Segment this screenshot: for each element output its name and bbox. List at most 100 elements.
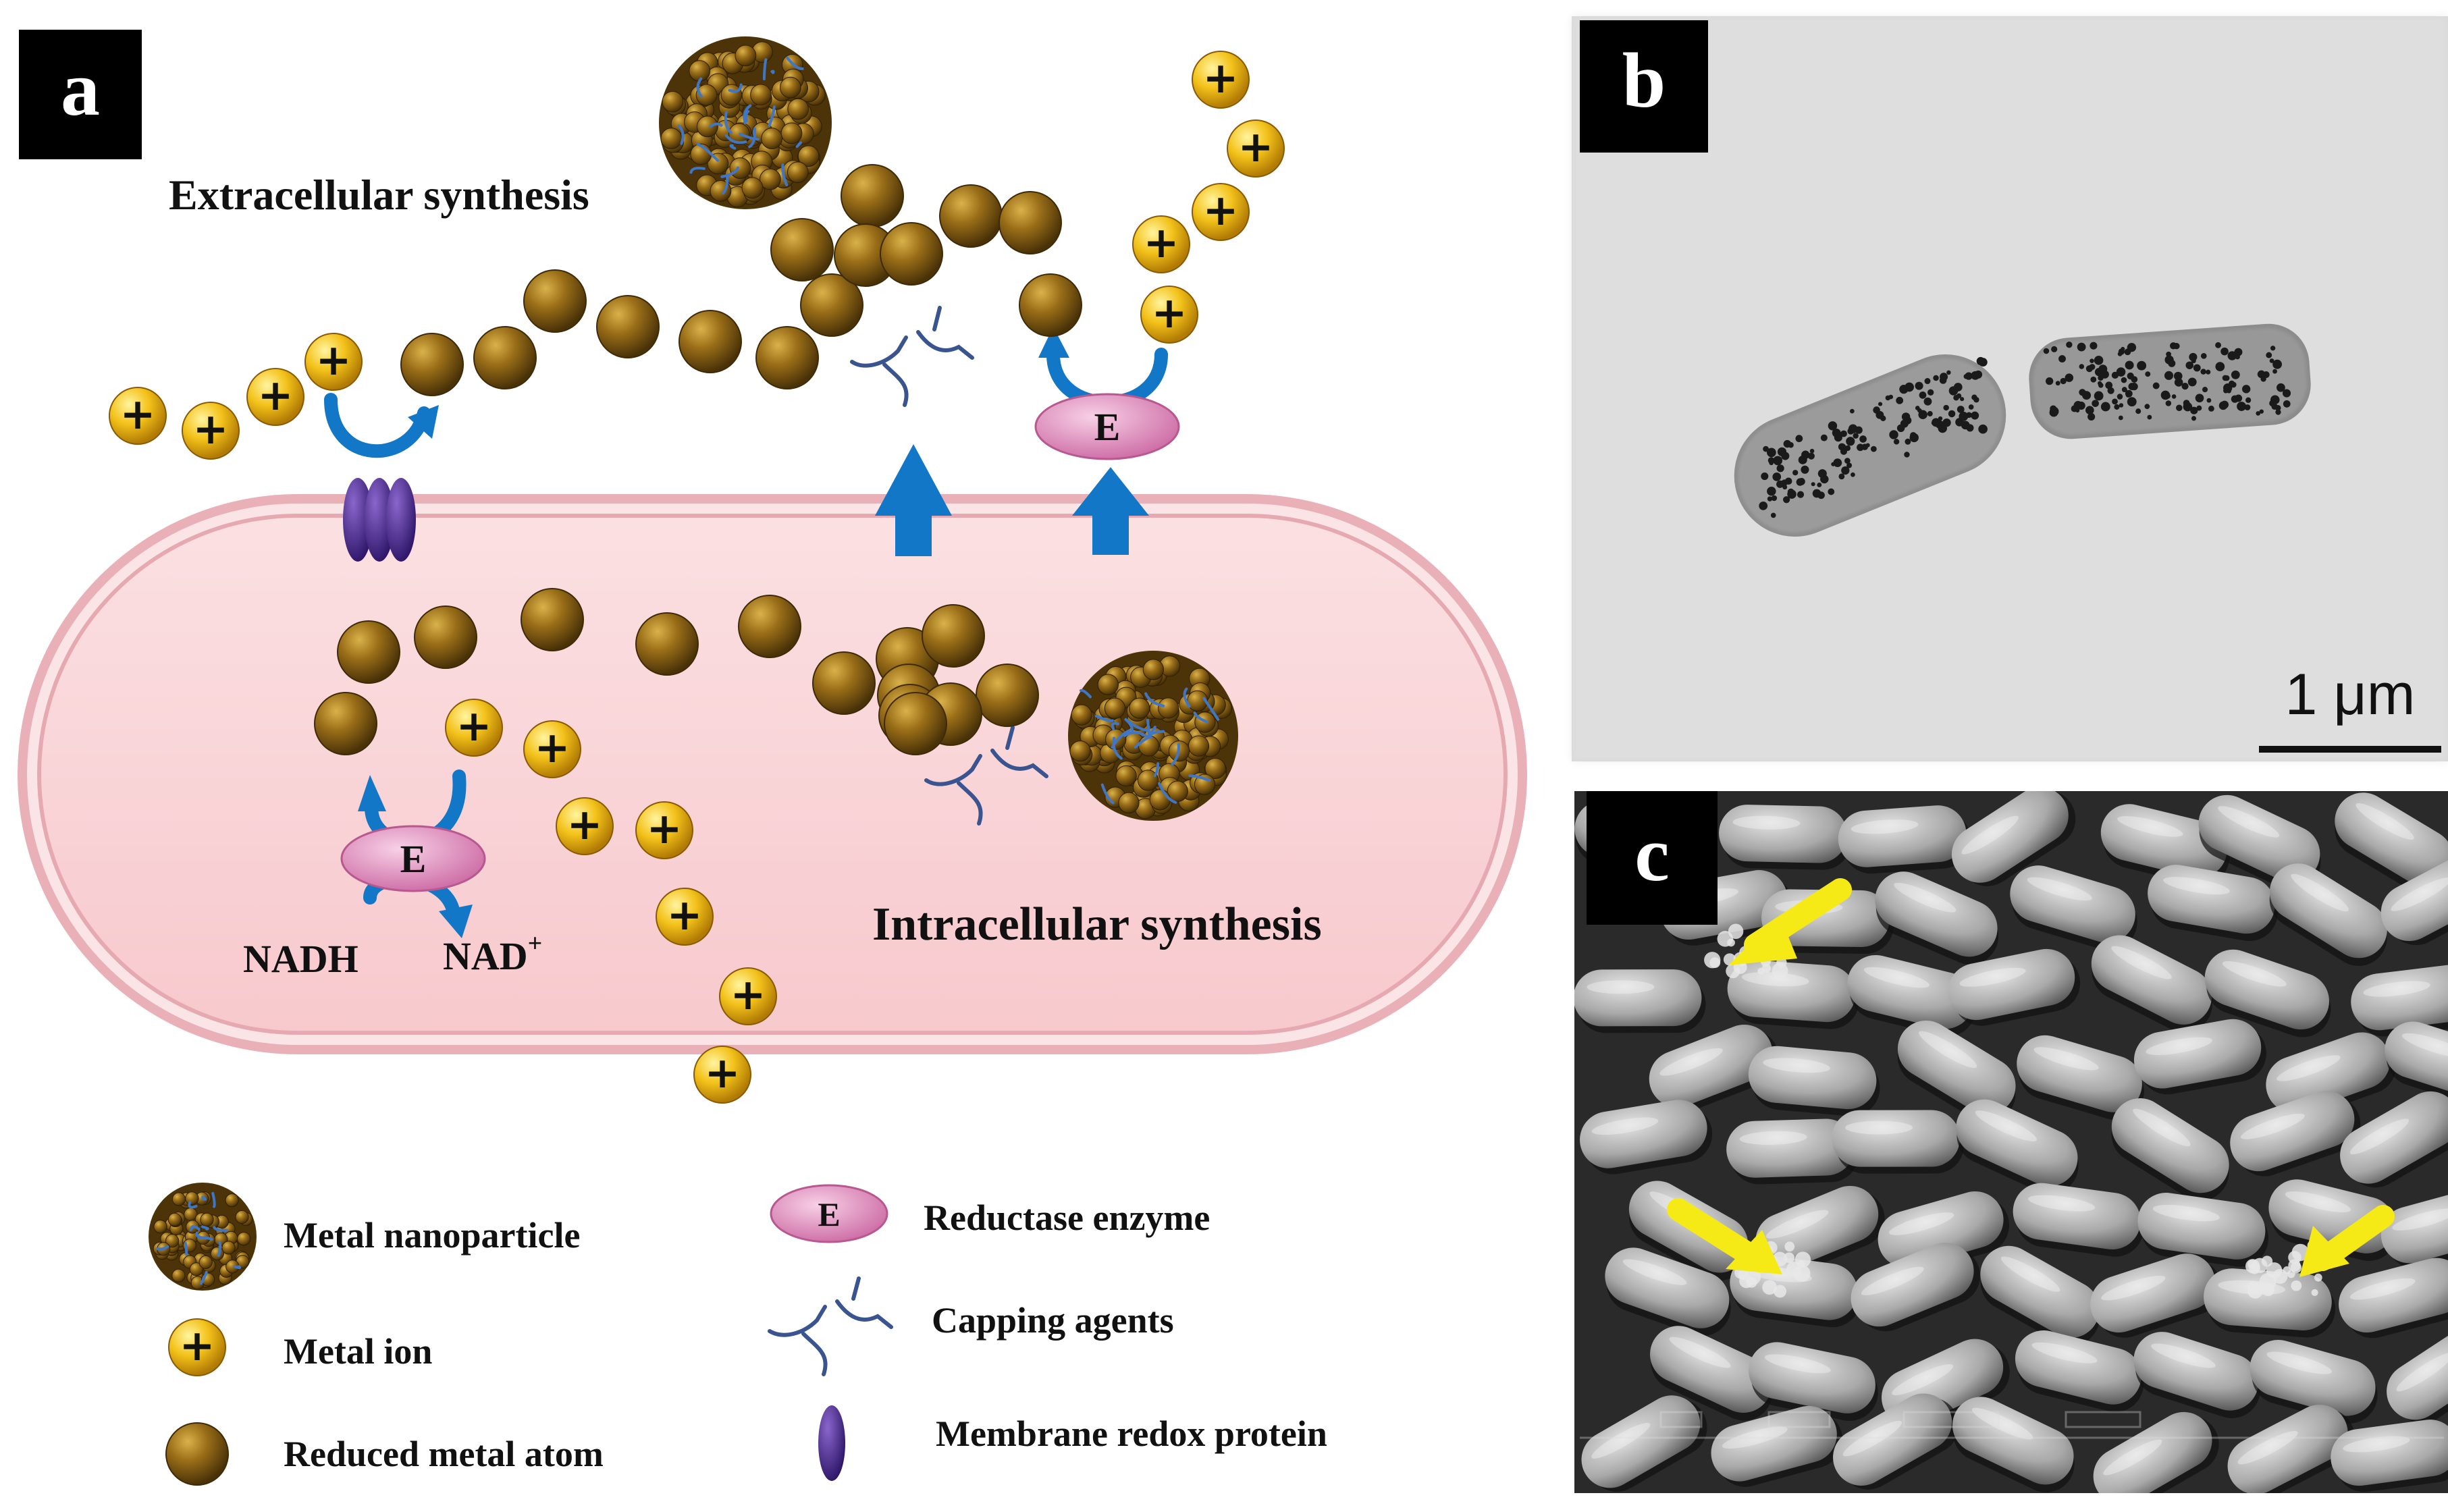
- capping-agent-strand: [795, 141, 803, 148]
- intracellular-synthesis-label: Intracellular synthesis: [872, 898, 1322, 950]
- nanoparticle-atom: [780, 122, 803, 144]
- tem-nanoparticle-dot: [2098, 382, 2104, 388]
- legend-capping-icon: [768, 1276, 893, 1376]
- nanoparticle-atom: [720, 84, 743, 106]
- tem-nanoparticle-dot: [2223, 383, 2233, 393]
- extracellular-synthesis-label: Extracellular synthesis: [169, 171, 589, 219]
- intracellular-arrow-head-up: [358, 775, 386, 811]
- reduced-metal-atom: [884, 692, 947, 755]
- metal-ion-symbol: +: [316, 335, 352, 385]
- capping-agent-strand: [729, 144, 737, 150]
- metal-ion: +: [1192, 183, 1250, 241]
- tem-nanoparticle-dot: [1924, 378, 1931, 385]
- nanoparticle-atom: [225, 1193, 239, 1208]
- tem-nanoparticle-dot: [2220, 347, 2229, 356]
- sem-bacteria: [1553, 770, 2448, 1512]
- tem-nanoparticle-dot: [2269, 358, 2274, 363]
- sem-bacterium: [2331, 1420, 2448, 1492]
- tem-nanoparticle-dot: [1820, 475, 1829, 484]
- tem-nanoparticle-dot: [2127, 397, 2137, 407]
- capping-agent-strand: [770, 70, 775, 74]
- legend-membrane-protein-icon: [818, 1405, 845, 1481]
- sem-nanoparticle: [2283, 1266, 2291, 1274]
- tem-nanoparticle-dot: [2170, 342, 2177, 350]
- sem-nanoparticle: [2262, 1283, 2274, 1297]
- tem-nanoparticle-dot: [2260, 376, 2266, 382]
- tem-nanoparticle-dot: [1846, 437, 1855, 446]
- tem-nanoparticle-dot: [1784, 477, 1792, 485]
- metal-ion: +: [719, 967, 777, 1025]
- tem-nanoparticle-dot: [2206, 369, 2211, 375]
- tem-nanoparticle-dot: [1772, 473, 1782, 481]
- tem-nanoparticle-dot: [1905, 382, 1914, 392]
- nanoparticle-atom: [660, 128, 683, 149]
- tem-nanoparticle-dot: [1971, 371, 1980, 380]
- tem-nanoparticle-dot: [1901, 412, 1911, 421]
- nanoparticle-atom: [1158, 697, 1179, 719]
- tem-nanoparticle-dot: [1957, 406, 1965, 413]
- membrane-arrow-head: [408, 405, 439, 439]
- tem-nanoparticle-dot: [2050, 405, 2057, 412]
- reduced-metal-atom: [337, 620, 400, 684]
- tem-nanoparticle-dot: [1940, 373, 1948, 381]
- sem-nanoparticle: [1738, 1270, 1749, 1280]
- nanoparticle-atom: [741, 177, 764, 199]
- sem-nanoparticle: [1757, 967, 1765, 975]
- nanoparticle-atom: [695, 84, 718, 106]
- tem-nanoparticle-dot: [2116, 367, 2126, 377]
- tem-nanoparticle-dot: [1766, 448, 1776, 458]
- sem-bacterium: [2010, 865, 2137, 950]
- metal-ion-symbol: +: [1144, 218, 1179, 267]
- tem-nanoparticle-dot: [1968, 404, 1974, 410]
- tem-intracellular-nanoparticles: [1759, 342, 2291, 518]
- capping-agent-strand: [696, 77, 703, 98]
- panel-c: c: [1553, 770, 2448, 1512]
- tem-nanoparticle-dot: [1796, 478, 1804, 486]
- capping-agent-strand: [1079, 688, 1092, 699]
- tem-nanoparticle-dot: [2051, 346, 2058, 352]
- annotation-arrow-left: [1667, 1198, 1782, 1274]
- panel-c-letter-box: [1587, 791, 1718, 925]
- tem-nanoparticle-dot: [1798, 455, 1807, 464]
- tem-nanoparticle-dot: [2058, 355, 2066, 363]
- metal-ion: +: [635, 801, 693, 859]
- legend-reduced-metal-atom: Reduced metal atom: [284, 1434, 604, 1474]
- capping-agent-strand: [781, 163, 789, 186]
- sem-nanoparticle: [1797, 1260, 1805, 1268]
- nanoparticle-atom: [662, 90, 684, 113]
- metal-ion-symbol: +: [120, 389, 156, 439]
- sem-nanoparticle: [2261, 1256, 2273, 1267]
- tem-nanoparticle-dot: [2119, 403, 2124, 408]
- reduced-metal-atom: [678, 310, 742, 373]
- sem-nanoparticle: [2247, 1281, 2260, 1293]
- metal-ion-symbol: +: [567, 800, 603, 849]
- panel-a: a E: [18, 30, 1527, 1486]
- sem-bacterium: [1956, 1099, 2079, 1194]
- tem-nanoparticle-dot: [2168, 359, 2176, 367]
- sem-nanoparticle: [2290, 1262, 2302, 1274]
- tem-nanoparticle-dot: [1801, 465, 1809, 474]
- tem-nanoparticle-dot: [2235, 394, 2243, 402]
- capping-agent-strand: [1094, 714, 1114, 722]
- reduced-metal-atom: [165, 1422, 229, 1486]
- tem-nanoparticle-dot: [2144, 404, 2150, 410]
- sem-bacterium: [2387, 1324, 2448, 1424]
- sem-bacterium: [2250, 1339, 2378, 1424]
- tem-nanoparticle-dot: [1782, 485, 1788, 490]
- nanoparticle-atom: [689, 60, 711, 82]
- tem-nanoparticle-dot: [1783, 496, 1790, 504]
- capping-agent-strand: [709, 122, 723, 128]
- capping-agent-strand: [213, 1226, 228, 1232]
- sem-bacterium: [1605, 1247, 1731, 1336]
- legend: Metal nanoparticle + Metal ion Reduced m…: [149, 1183, 1327, 1486]
- nanoparticle-atom: [185, 1191, 199, 1206]
- metal-ion-symbol: +: [456, 701, 492, 751]
- tem-nanoparticle-dot: [1938, 423, 1948, 433]
- metal-ion: +: [182, 402, 240, 460]
- scale-bar-label: 1 μm: [2285, 662, 2416, 727]
- tem-nanoparticle-dot: [2065, 373, 2074, 382]
- tem-nanoparticle-dot: [2222, 375, 2229, 381]
- metal-ion: +: [1132, 215, 1190, 273]
- tem-nanoparticle-dot: [1948, 410, 1956, 418]
